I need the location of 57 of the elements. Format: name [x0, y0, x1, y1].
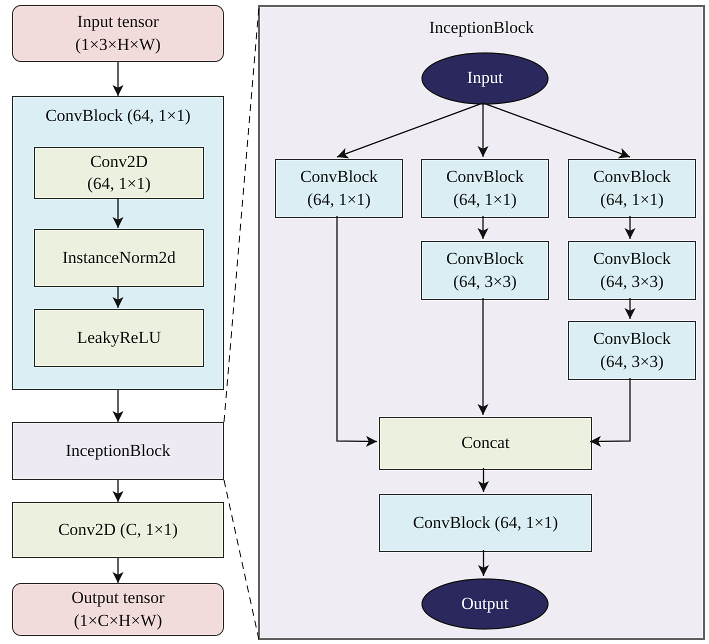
node-label: Output tensor (1×C×H×W) [70, 587, 166, 632]
block-box [12, 96, 224, 390]
arrow [336, 102, 484, 158]
arrow [478, 103, 488, 157]
node-label: ConvBlock (64, 1×1) [592, 166, 672, 210]
layer-box [34, 229, 204, 287]
node-label: Conv2D (C, 1×1) [57, 518, 179, 541]
arrow [112, 198, 124, 228]
arrow [478, 216, 488, 239]
node-label: ConvBlock (64, 3×3) [592, 328, 672, 372]
arrow [112, 390, 124, 422]
node-label: Conv2D (64, 1×1) [86, 150, 152, 195]
layer-box [379, 417, 592, 470]
arrow [478, 468, 489, 492]
dashed-line [224, 480, 260, 640]
block-box [568, 241, 696, 300]
block-box [275, 159, 403, 218]
node-label: InstanceNorm2d [61, 246, 177, 269]
block-box [12, 422, 224, 480]
node-label: ConvBlock (64, 1×1) [445, 166, 525, 210]
node-label: Concat [460, 432, 511, 454]
node-label: ConvBlock (64, 1×1) [299, 166, 379, 210]
tensor-box [12, 583, 224, 636]
block-box [421, 241, 549, 300]
arrow [112, 286, 124, 308]
detail-panel [258, 5, 705, 640]
node-label: Output [460, 592, 510, 615]
block-box [568, 321, 696, 380]
node-label: InceptionBlock [64, 440, 172, 462]
arrow [478, 550, 489, 576]
node-label: LeakyReLU [76, 326, 162, 349]
node-label: Input [466, 67, 504, 90]
node-label: Input tensor (1×3×H×W) [74, 11, 162, 56]
block-box [568, 159, 696, 218]
layer-box [34, 309, 204, 367]
node-label: ConvBlock (64, 1×1) [412, 512, 560, 534]
block-box [421, 159, 549, 218]
arrow [590, 378, 631, 447]
terminal-ellipse [421, 578, 549, 630]
arrow [112, 558, 124, 583]
arrow [624, 298, 636, 319]
layer-box [12, 502, 224, 558]
layer-box [34, 147, 204, 199]
arrow [478, 298, 488, 415]
panel-title: InceptionBlock [428, 17, 535, 39]
arrow [482, 102, 630, 158]
arrow [112, 62, 124, 96]
dashed-line [224, 6, 260, 422]
tensor-box [12, 5, 224, 62]
terminal-ellipse [421, 52, 549, 105]
node-label: ConvBlock (64, 3×3) [445, 248, 525, 292]
arrow [624, 216, 636, 239]
node-label: ConvBlock (64, 3×3) [592, 248, 672, 292]
panel-title: ConvBlock (64, 1×1) [44, 105, 192, 127]
arrow [112, 480, 124, 502]
block-box [379, 494, 592, 552]
arrow [336, 216, 377, 447]
